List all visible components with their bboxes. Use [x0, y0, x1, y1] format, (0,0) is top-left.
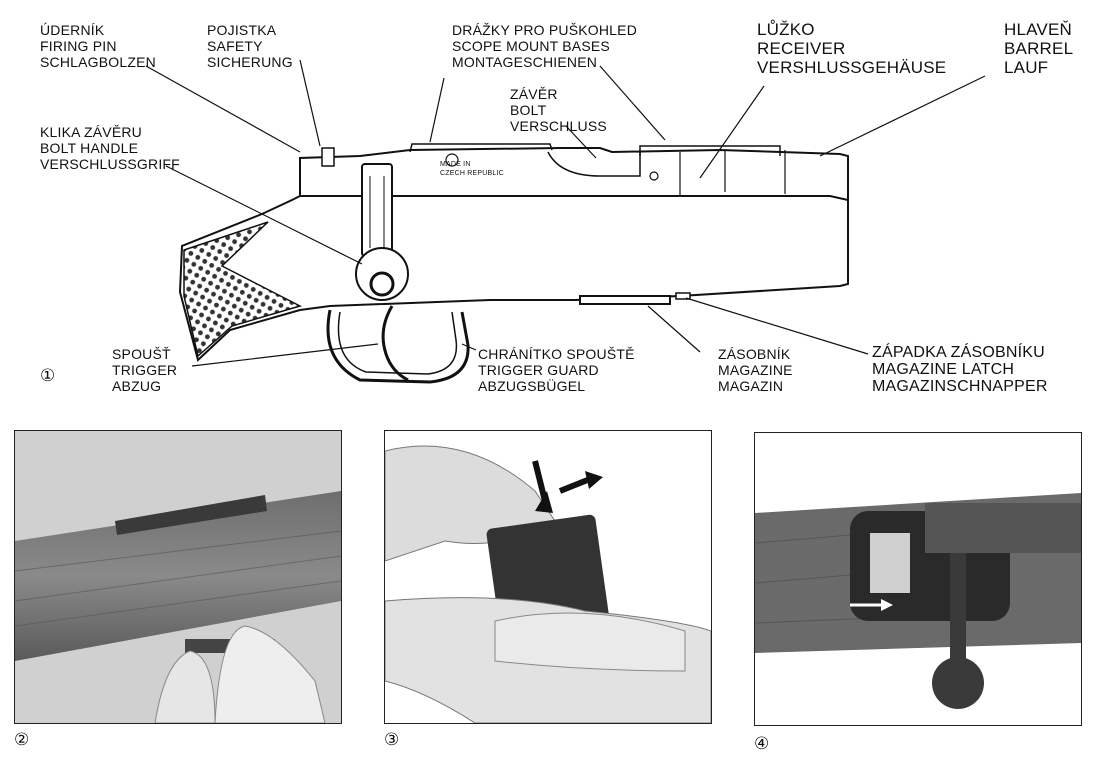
rifle-diagram	[145, 59, 986, 384]
label-line: ABZUGSBÜGEL	[478, 378, 586, 394]
label-line: ZÁPADKA ZÁSOBNÍKU	[872, 344, 1045, 361]
engraving-line-2: CZECH REPUBLIC	[440, 170, 504, 177]
label-line: SAFETY	[207, 38, 263, 54]
label-line: SCOPE MOUNT BASES	[452, 38, 610, 54]
label-line: VERSCHLUSSGRIFF	[40, 156, 180, 172]
label-line: FIRING PIN	[40, 38, 117, 54]
label-line: SICHERUNG	[207, 54, 293, 70]
figure-number-3: ③	[384, 730, 400, 750]
label-line: LŮŽKO	[757, 20, 815, 39]
label-line: CHRÁNÍTKO SPOUŠTĚ	[478, 346, 635, 362]
label-line: DRÁŽKY PRO PUŠKOHLED	[452, 22, 638, 38]
label-line: BARREL	[1004, 39, 1074, 58]
label-line: BOLT	[510, 102, 547, 118]
trigger	[381, 305, 409, 382]
label-line: MAGAZINSCHNAPPER	[872, 378, 1048, 395]
label-line: BOLT HANDLE	[40, 140, 139, 156]
figure-number-1: ①	[40, 366, 56, 386]
engraving-line-1: MADE IN	[440, 161, 471, 168]
figure-number-2: ②	[14, 730, 30, 750]
label-line: MAGAZIN	[718, 378, 784, 394]
label-line: VERSHLUSSGEHÄUSE	[757, 58, 947, 77]
label-line: VERSCHLUSS	[510, 118, 607, 134]
trigger-guard	[326, 309, 470, 384]
checkering-grip	[183, 221, 303, 358]
magazine-latch	[675, 292, 691, 300]
label-line: SPOUŠŤ	[112, 346, 171, 362]
label-line: TRIGGER GUARD	[478, 362, 599, 378]
ejection-port	[547, 150, 641, 177]
engraving-text: MADE IN CZECH REPUBLIC	[440, 160, 504, 178]
figure-number-4: ④	[754, 734, 770, 754]
label-line: ZÁVĚR	[510, 86, 558, 102]
photo-magazine-insert	[384, 430, 712, 724]
label-line: RECEIVER	[757, 39, 846, 58]
receiver-outline	[299, 147, 849, 200]
safety-lever	[321, 147, 335, 167]
label-line: MAGAZINE LATCH	[872, 361, 1015, 378]
scope-base-rear	[409, 143, 553, 153]
bolt-handle-stem	[361, 163, 393, 257]
label-line: SCHLAGBOLZEN	[40, 54, 156, 70]
label-line: MAGAZINE	[718, 362, 793, 378]
label-line: MONTAGESCHIENEN	[452, 54, 598, 70]
magazine-floor	[579, 295, 671, 305]
photo-magazine-latch	[754, 432, 1082, 726]
label-line: ABZUG	[112, 378, 162, 394]
label-line: KLIKA ZÁVĚRU	[40, 124, 142, 140]
stock-outline	[178, 195, 849, 362]
label-line: LAUF	[1004, 58, 1049, 77]
label-line: ZÁSOBNÍK	[718, 346, 791, 362]
label-line: POJISTKA	[207, 22, 277, 38]
label-line: ÚDERNÍK	[40, 22, 105, 38]
label-line: HLAVEŇ	[1004, 20, 1072, 39]
photo-stock-magazine	[14, 430, 342, 724]
label-line: TRIGGER	[112, 362, 178, 378]
